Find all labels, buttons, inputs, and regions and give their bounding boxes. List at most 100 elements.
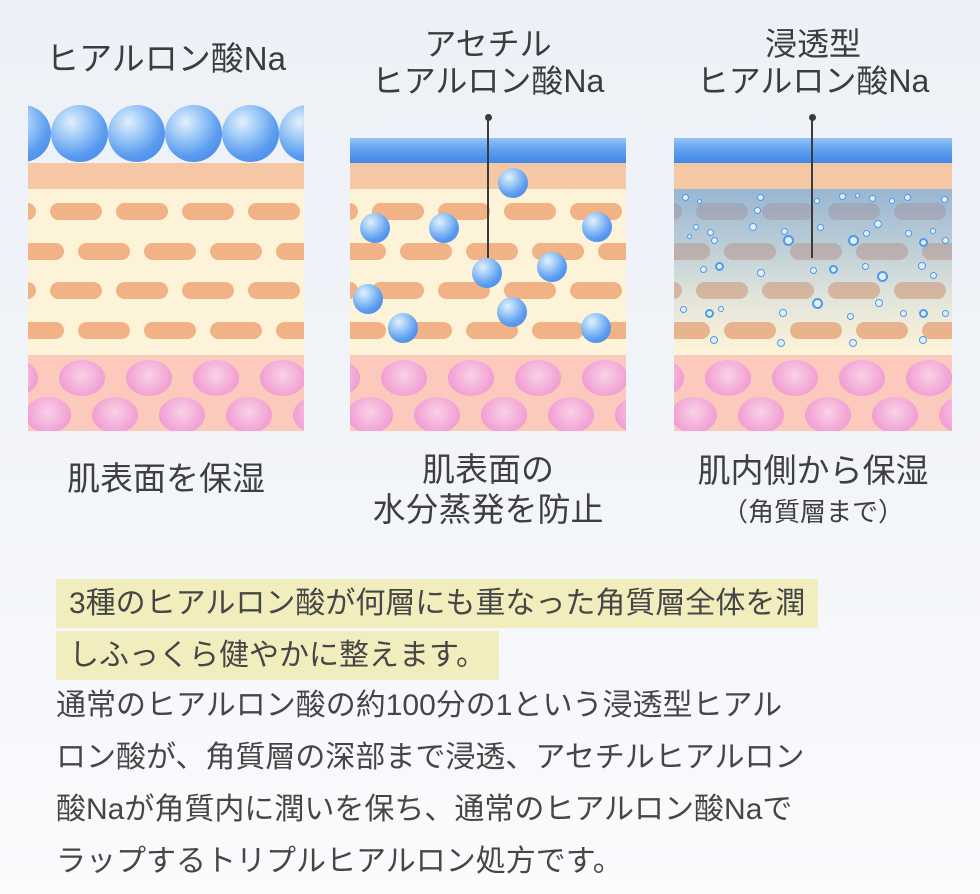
dermis-cell: [126, 360, 172, 396]
acetyl-hyaluronic-droplet: [582, 212, 612, 242]
corneocyte: [144, 322, 196, 339]
corneocyte: [248, 282, 300, 299]
acetyl-hyaluronic-droplet: [353, 284, 383, 314]
micro-hyaluronic-bubble: [696, 198, 702, 204]
dermis-cell: [28, 360, 38, 396]
skin-cross-section: [350, 163, 626, 431]
micro-hyaluronic-bubble: [679, 305, 687, 313]
micro-hyaluronic-bubble: [929, 271, 937, 279]
corneocyte: [116, 282, 168, 299]
acetyl-hyaluronic-droplet: [360, 213, 390, 243]
corneocyte: [466, 243, 518, 260]
micro-hyaluronic-bubble: [940, 195, 948, 203]
acetyl-hyaluronic-droplet: [429, 213, 459, 243]
hyaluronic-molecule-bead: [28, 105, 51, 162]
dermis-cell: [805, 397, 851, 431]
dermis-cell: [260, 360, 304, 396]
dermis-cell: [548, 397, 594, 431]
corneocyte: [276, 322, 304, 339]
micro-hyaluronic-bubble: [861, 262, 869, 270]
micro-hyaluronic-bubble: [780, 227, 788, 235]
corneocyte: [532, 322, 584, 339]
hyaluronic-molecule-bead: [222, 105, 279, 162]
micro-hyaluronic-bubble: [749, 223, 757, 231]
micro-hyaluronic-bubble: [699, 265, 707, 273]
micro-hyaluronic-bubble: [941, 309, 949, 317]
corneocyte: [504, 203, 556, 220]
title-line: アセチル: [424, 26, 552, 62]
corneocyte: [248, 203, 300, 220]
acetyl-hyaluronic-droplet: [581, 313, 611, 343]
panel-caption-hyaluronic-na: 肌表面を保湿: [67, 460, 265, 497]
acetyl-hyaluronic-droplet: [388, 313, 418, 343]
micro-hyaluronic-bubble: [919, 336, 927, 344]
description-paragraph: 3種のヒアルロン酸が何層にも重なった角質層全体を潤 しふっくら健やかに整えます。…: [56, 576, 936, 888]
corneocyte: [372, 203, 424, 220]
panel-title-hyaluronic-na: ヒアルロン酸Na: [46, 40, 286, 77]
corneocyte: [116, 203, 168, 220]
skin-diagram-acetyl-hyaluronic-na: [350, 100, 626, 431]
dermis-cell: [92, 397, 138, 431]
micro-hyaluronic-bubble: [874, 220, 882, 228]
title-line: 浸透型: [764, 26, 861, 62]
acetyl-hyaluronic-droplet: [472, 258, 502, 288]
corneocyte: [28, 322, 64, 339]
micro-hyaluronic-bubble: [757, 269, 765, 277]
corneocyte: [598, 243, 626, 260]
corneocyte: [78, 322, 130, 339]
micro-hyaluronic-bubble: [756, 193, 764, 201]
micro-hyaluronic-bubble: [904, 229, 912, 237]
dermis-cell: [515, 360, 561, 396]
corneocyte: [144, 243, 196, 260]
corneocyte: [350, 282, 358, 299]
surface-layer: [28, 163, 304, 189]
dermis-cell: [705, 360, 751, 396]
micro-hyaluronic-bubble: [876, 270, 888, 282]
dermis-cell: [872, 397, 918, 431]
micro-hyaluronic-bubble: [714, 261, 724, 271]
highlighted-line: 3種のヒアルロン酸が何層にも重なった角質層全体を潤: [56, 576, 936, 628]
skin-cross-section: [28, 163, 304, 431]
corneocyte: [350, 203, 358, 220]
micro-hyaluronic-bubble: [753, 206, 761, 214]
hyaluronic-molecule-bead: [165, 105, 222, 162]
corneocyte: [28, 243, 64, 260]
corneocyte: [350, 322, 386, 339]
dermis-cell: [839, 360, 885, 396]
corneocyte: [210, 243, 262, 260]
dermis-cell: [448, 360, 494, 396]
micro-hyaluronic-bubble: [779, 309, 787, 317]
dermis-cell: [674, 360, 684, 396]
dermis-cell: [772, 360, 818, 396]
highlight-text: しふっくら健やかに整えます。: [56, 631, 499, 680]
body-text-line: 酸Naが角質内に潤いを保ち、通常のヒアルロン酸Naで: [56, 793, 793, 826]
dermis-cell: [582, 360, 626, 396]
corneocyte: [570, 282, 622, 299]
dermis-cell: [226, 397, 272, 431]
corneocyte: [210, 322, 262, 339]
corneocyte: [350, 243, 386, 260]
body-text-line: ロン酸が、角質層の深部まで浸透、アセチルヒアルロン: [56, 741, 805, 774]
micro-hyaluronic-bubble: [875, 299, 883, 307]
dermis-cell: [481, 397, 527, 431]
dermis-cell: [674, 397, 717, 431]
corneocyte: [570, 203, 622, 220]
dermis-cell: [738, 397, 784, 431]
micro-hyaluronic-bubble: [862, 229, 870, 237]
micro-hyaluronic-bubble: [814, 198, 820, 204]
micro-hyaluronic-bubble: [693, 224, 699, 230]
micro-hyaluronic-bubble: [706, 228, 714, 236]
micro-hyaluronic-bubble: [816, 223, 824, 231]
body-text-line: ラップするトリプルヒアルロン処方です。: [56, 845, 623, 878]
micro-hyaluronic-bubble: [828, 264, 838, 274]
dermis-cell: [193, 360, 239, 396]
dermis-cell: [381, 360, 427, 396]
skin-diagram-penetrating-hyaluronic-na: [674, 100, 952, 431]
surface-layer: [674, 163, 952, 189]
pointer-dot: [484, 114, 492, 121]
micro-hyaluronic-bubble: [889, 198, 895, 204]
micro-hyaluronic-bubble: [930, 228, 936, 234]
dermis-cell: [59, 360, 105, 396]
pointer-line-penetrating: [808, 114, 816, 258]
